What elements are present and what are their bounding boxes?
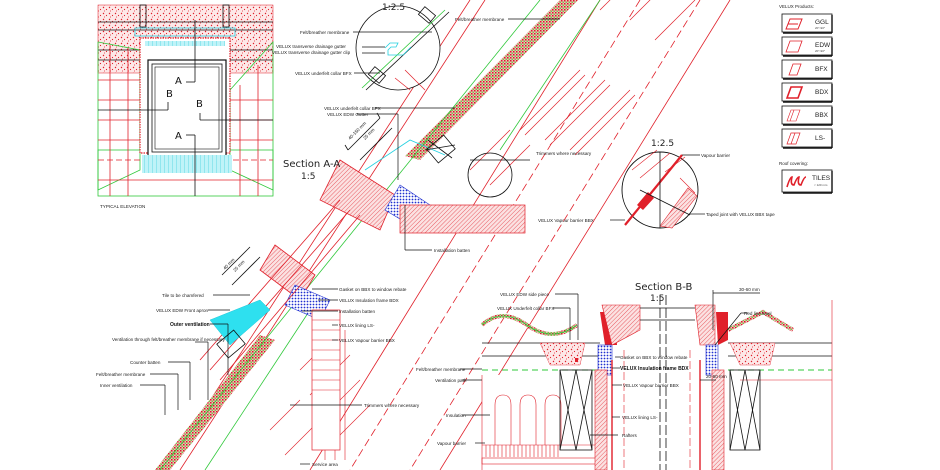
legend-code-bdx: BDX xyxy=(815,89,829,96)
label-underfelt-collar-bb: VELUX Underfelt collar BFX xyxy=(497,306,554,311)
section-marker-a-top: A xyxy=(175,76,182,87)
label-installation-batten-top: Installation batten xyxy=(434,248,470,253)
label-underfelt-collar-top: VELUX underfelt collar BFX xyxy=(295,71,352,76)
section-marker-b-left: B xyxy=(166,89,173,100)
label-tile-chamfered: Tile to be chamfered xyxy=(162,293,204,298)
legend-item-bfx: BFX xyxy=(781,59,833,80)
dim-25: 25 mm xyxy=(362,127,376,141)
legend-code-bbx: BBX xyxy=(815,112,829,119)
label-ventilation-through: Ventilation through felt/breather membra… xyxy=(112,337,226,342)
label-inner-ventilation: Inner ventilation xyxy=(100,383,133,388)
detail-top-scale: 1:2.5 xyxy=(382,3,405,13)
section-bb-scale: 1:5 xyxy=(650,294,664,304)
label-underfelt-collar-aa: VELUX underfelt collar BFX xyxy=(324,106,381,111)
legend-sub-ggl: 20°-90° xyxy=(815,26,826,30)
legend-code-edw: EDW xyxy=(815,42,831,49)
label-vapour-barrier-detail: Vapour barrier xyxy=(701,153,730,158)
label-trimmers-bottom: Trimmers where necessary xyxy=(364,403,420,408)
section-aa-roof xyxy=(155,0,770,470)
legend: VELUX Products: GGL 20°-90° EDW 20°-90° … xyxy=(779,4,833,194)
label-vapour-barrier-bb: Vapour barrier xyxy=(437,441,466,446)
label-transverse-gutter: VELUX transverse drainage gutter xyxy=(276,44,346,49)
label-installation-batten-aa: Installation batten xyxy=(339,309,375,314)
legend-code-bfx: BFX xyxy=(815,66,828,73)
label-felt-membrane-aa: Felt/breather membrane xyxy=(96,372,146,377)
label-ventilation-through-text: Ventilation through felt/breather membra… xyxy=(112,337,226,342)
detail-right: 1:2.5 Vapour barrier VELUX Vapour barrie… xyxy=(538,139,775,229)
section-bb: Section B-B 1:5 xyxy=(416,282,833,470)
label-insulation-frame-aa: VELUX Insulation frame BDX xyxy=(339,298,399,303)
legend-roof-header: Roof covering: xyxy=(779,161,808,166)
label-outer-ventilation: Outer ventilation xyxy=(170,322,210,328)
label-red-line-level: Red line level xyxy=(744,311,772,316)
legend-item-edw: EDW 20°-90° xyxy=(781,36,833,57)
label-vapour-barrier-bbx-bb: VELUX Vapour barrier BBX xyxy=(623,383,679,388)
label-lining-bb: VELUX lining LS- xyxy=(622,415,658,420)
detail-right-scale: 1:2.5 xyxy=(651,139,674,149)
label-edw-gutter: VELUX EDW Gutter xyxy=(327,112,369,117)
label-trimmers-top-text: Trimmers where necessary xyxy=(536,151,592,156)
label-service-area: Service area xyxy=(312,462,338,467)
label-vapour-barrier-aa: VELUX Vapour barrier BBX xyxy=(339,338,395,343)
dim-30-60: 30-60 mm xyxy=(739,287,760,292)
legend-item-ggl: GGL 20°-90° xyxy=(781,13,833,34)
legend-code-ggl: GGL xyxy=(815,19,829,26)
section-aa-labels: Section A-A 1:5 VELUX underfelt collar B… xyxy=(96,106,592,467)
legend-sub-edw: 20°-90° xyxy=(815,49,826,53)
label-taped-joint: Taped joint with VELUX BBX tape xyxy=(706,212,775,217)
label-gasket-aa: Gasket on BBX to window rebate xyxy=(339,287,407,292)
dim-20-60: 20-60 mm xyxy=(706,374,727,379)
section-aa-scale: 1:5 xyxy=(301,172,315,182)
tiles-icon xyxy=(786,176,807,188)
section-bb-title: Section B-B xyxy=(635,282,692,293)
label-edw-side-piece: VELUX EDW side piece xyxy=(500,292,549,297)
label-gasket-bb: Gasket on BBX to window rebate xyxy=(620,355,688,360)
legend-products-header: VELUX Products: xyxy=(779,4,814,9)
legend-sub-tiles: < 120 mm xyxy=(814,183,828,187)
label-edw-front-apron: VELUX EDW Front apron xyxy=(156,308,209,313)
typical-elevation-caption: TYPICAL ELEVATION xyxy=(100,204,145,209)
label-insulation-frame-bb: VELUX Insulation frame BDX xyxy=(620,366,689,372)
label-ventilation-path: Ventilation path xyxy=(435,378,467,383)
bbx-barrier-icon xyxy=(786,109,801,122)
legend-item-tiles: TILES < 120 mm xyxy=(781,169,833,194)
label-felt-membrane-top: Felt/breather membrane xyxy=(300,30,350,35)
section-marker-b-right: B xyxy=(196,99,203,110)
label-trimmers-top: Trimmers where necessary xyxy=(536,151,592,156)
legend-item-ls: LS- xyxy=(781,128,833,149)
section-marker-a-bottom: A xyxy=(175,131,182,142)
section-aa-title: Section A-A xyxy=(283,159,340,170)
legend-item-bdx: BDX xyxy=(781,82,833,103)
legend-item-bbx: BBX xyxy=(781,105,833,126)
label-rafters: Rafters xyxy=(622,433,638,438)
label-transverse-gutter-clip: VELUX transverse drainage gutter clip xyxy=(272,50,351,55)
bfx-collar-icon xyxy=(788,63,802,76)
legend-code-tiles: TILES xyxy=(812,175,831,182)
label-counter-batten: Counter batten xyxy=(130,360,161,365)
ls-lining-icon xyxy=(786,132,801,145)
ggl-window-icon xyxy=(785,18,803,30)
typical-elevation: A B B A TYPICAL ELEVATION xyxy=(97,4,274,209)
label-felt-membrane-bb: Felt/breather membrane xyxy=(416,367,466,372)
legend-code-ls: LS- xyxy=(815,135,825,142)
label-insulation: Insulation xyxy=(446,413,466,418)
detail-top: 1:2.5 Felt/breather membrane VELUX trans… xyxy=(272,3,450,91)
label-felt-membrane-right: Felt/breather membrane xyxy=(455,17,505,22)
label-vapour-barrier-bbx-detail: VELUX Vapour barrier BBX xyxy=(538,218,594,223)
edw-flashing-icon xyxy=(785,40,803,53)
bdx-frame-icon xyxy=(785,86,804,99)
label-lining-aa: VELUX lining LS- xyxy=(339,323,375,328)
